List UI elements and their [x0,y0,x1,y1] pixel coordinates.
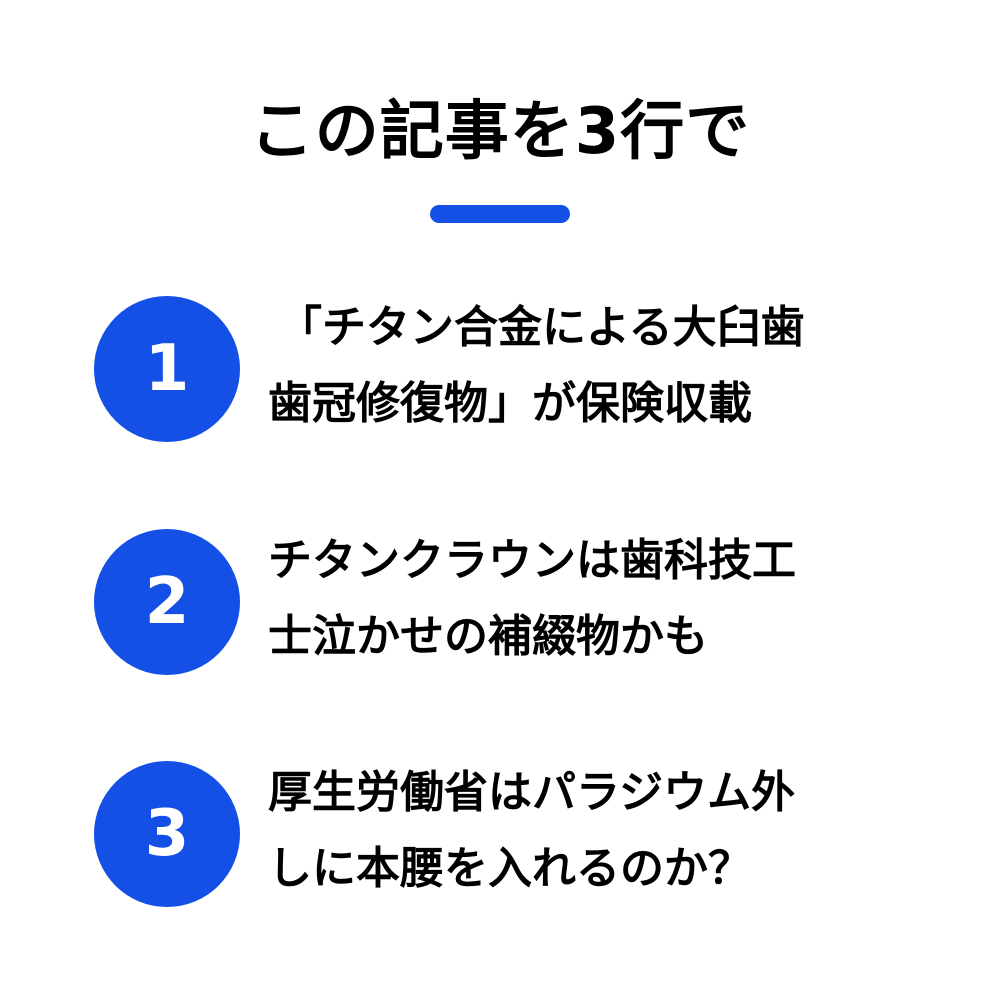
summary-text: 「チタン合金による大臼歯 歯冠修復物」が保険収載 [268,290,968,442]
summary-line: 歯冠修復物」が保険収載 [268,378,752,429]
summary-item-3: 3 厚生労働省はパラジウム外 しに本腰を入れるのか？ [0,755,1000,915]
summary-line: 厚生労働省はパラジウム外 [268,767,796,818]
title-underline [430,205,570,223]
number-badge: 1 [94,296,240,442]
summary-item-2: 2 チタンクラウンは歯科技工 士泣かせの補綴物かも [0,523,1000,683]
summary-line: 「チタン合金による大臼歯 [278,302,805,353]
summary-item-1: 1 「チタン合金による大臼歯 歯冠修復物」が保険収載 [0,290,1000,450]
summary-line: しに本腰を入れるのか？ [268,843,752,894]
summary-text: 厚生労働省はパラジウム外 しに本腰を入れるのか？ [268,755,968,907]
summary-line: 士泣かせの補綴物かも [268,611,708,662]
summary-text: チタンクラウンは歯科技工 士泣かせの補綴物かも [268,523,968,675]
number-badge: 2 [94,529,240,675]
summary-line: チタンクラウンは歯科技工 [268,535,796,586]
page-title: この記事を3行で [249,95,751,169]
number-badge: 3 [94,761,240,907]
